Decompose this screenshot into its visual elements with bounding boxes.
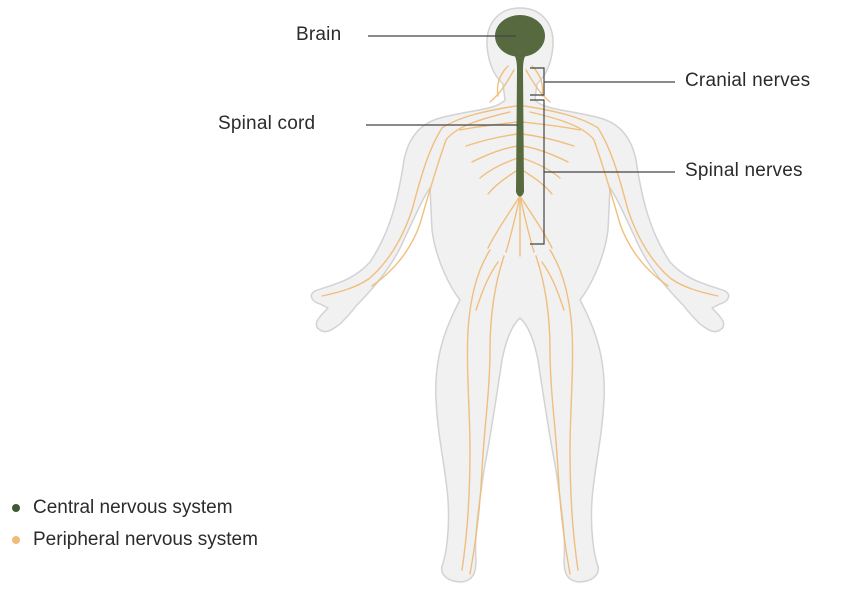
spinal-cord-label: Spinal cord bbox=[218, 113, 315, 135]
legend-item-central: Central nervous system bbox=[12, 497, 233, 519]
central-legend-label: Central nervous system bbox=[33, 497, 233, 519]
spinal-nerves-label: Spinal nerves bbox=[685, 160, 803, 182]
brain-label: Brain bbox=[296, 24, 341, 46]
peripheral-legend-dot bbox=[12, 536, 20, 544]
central-legend-dot bbox=[12, 504, 20, 512]
legend-item-peripheral: Peripheral nervous system bbox=[12, 529, 258, 551]
peripheral-legend-label: Peripheral nervous system bbox=[33, 529, 258, 551]
cranial-nerves-label: Cranial nerves bbox=[685, 70, 810, 92]
